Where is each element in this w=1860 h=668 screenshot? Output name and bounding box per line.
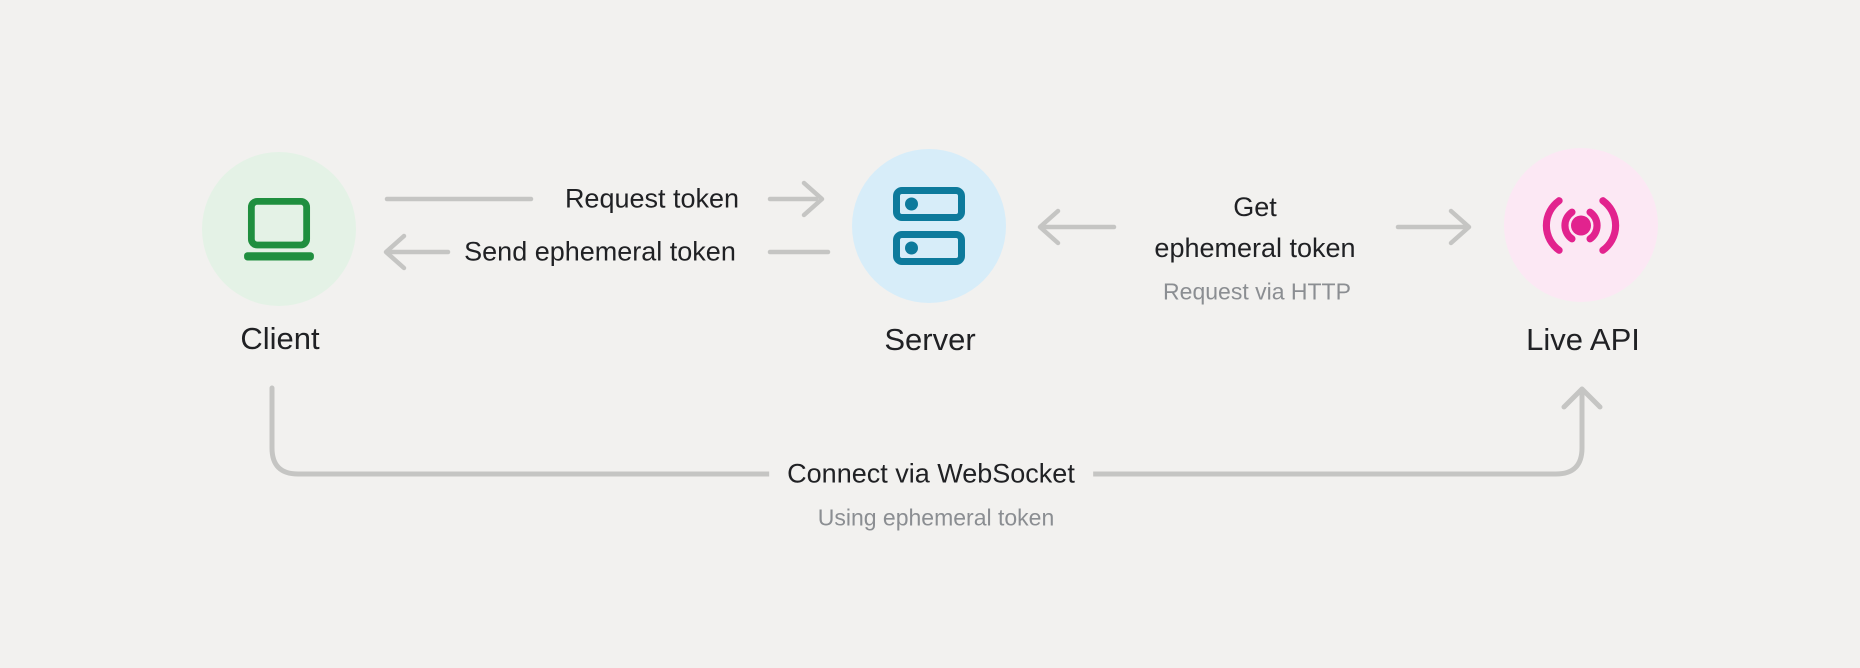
request-token-arrowhead-right bbox=[801, 180, 825, 218]
edge-sublabel-request-via-http: Request via HTTP bbox=[1163, 278, 1351, 305]
websocket-connector-arrowhead-up bbox=[1561, 386, 1603, 410]
edge-label-connect-via-websocket: Connect via WebSocket bbox=[769, 453, 1093, 495]
broadcast-icon bbox=[1542, 196, 1620, 254]
node-label-live-api: Live API bbox=[1526, 322, 1640, 357]
node-live-api bbox=[1504, 148, 1658, 302]
edge-label-request-token: Request token bbox=[564, 183, 740, 214]
node-label-client: Client bbox=[240, 321, 320, 356]
get-ephemeral-token-arrowhead-right bbox=[1448, 208, 1472, 246]
edge-label-get-ephemeral-token-line2: ephemeral token bbox=[1154, 233, 1356, 263]
node-client bbox=[202, 152, 356, 306]
edge-sublabel-using-ephemeral-token: Using ephemeral token bbox=[817, 504, 1055, 531]
laptop-icon bbox=[244, 197, 314, 261]
send-ephemeral-token-arrowhead-left bbox=[383, 233, 407, 271]
edge-label-get-ephemeral-token: Get ephemeral token bbox=[1154, 187, 1355, 269]
get-ephemeral-token-arrowhead-left bbox=[1037, 208, 1061, 246]
node-label-server: Server bbox=[884, 322, 976, 357]
server-stack-icon bbox=[893, 187, 965, 265]
edge-label-get-ephemeral-token-line1: Get bbox=[1233, 192, 1277, 222]
node-server bbox=[852, 149, 1006, 303]
edge-label-send-ephemeral-token: Send ephemeral token bbox=[464, 236, 736, 267]
